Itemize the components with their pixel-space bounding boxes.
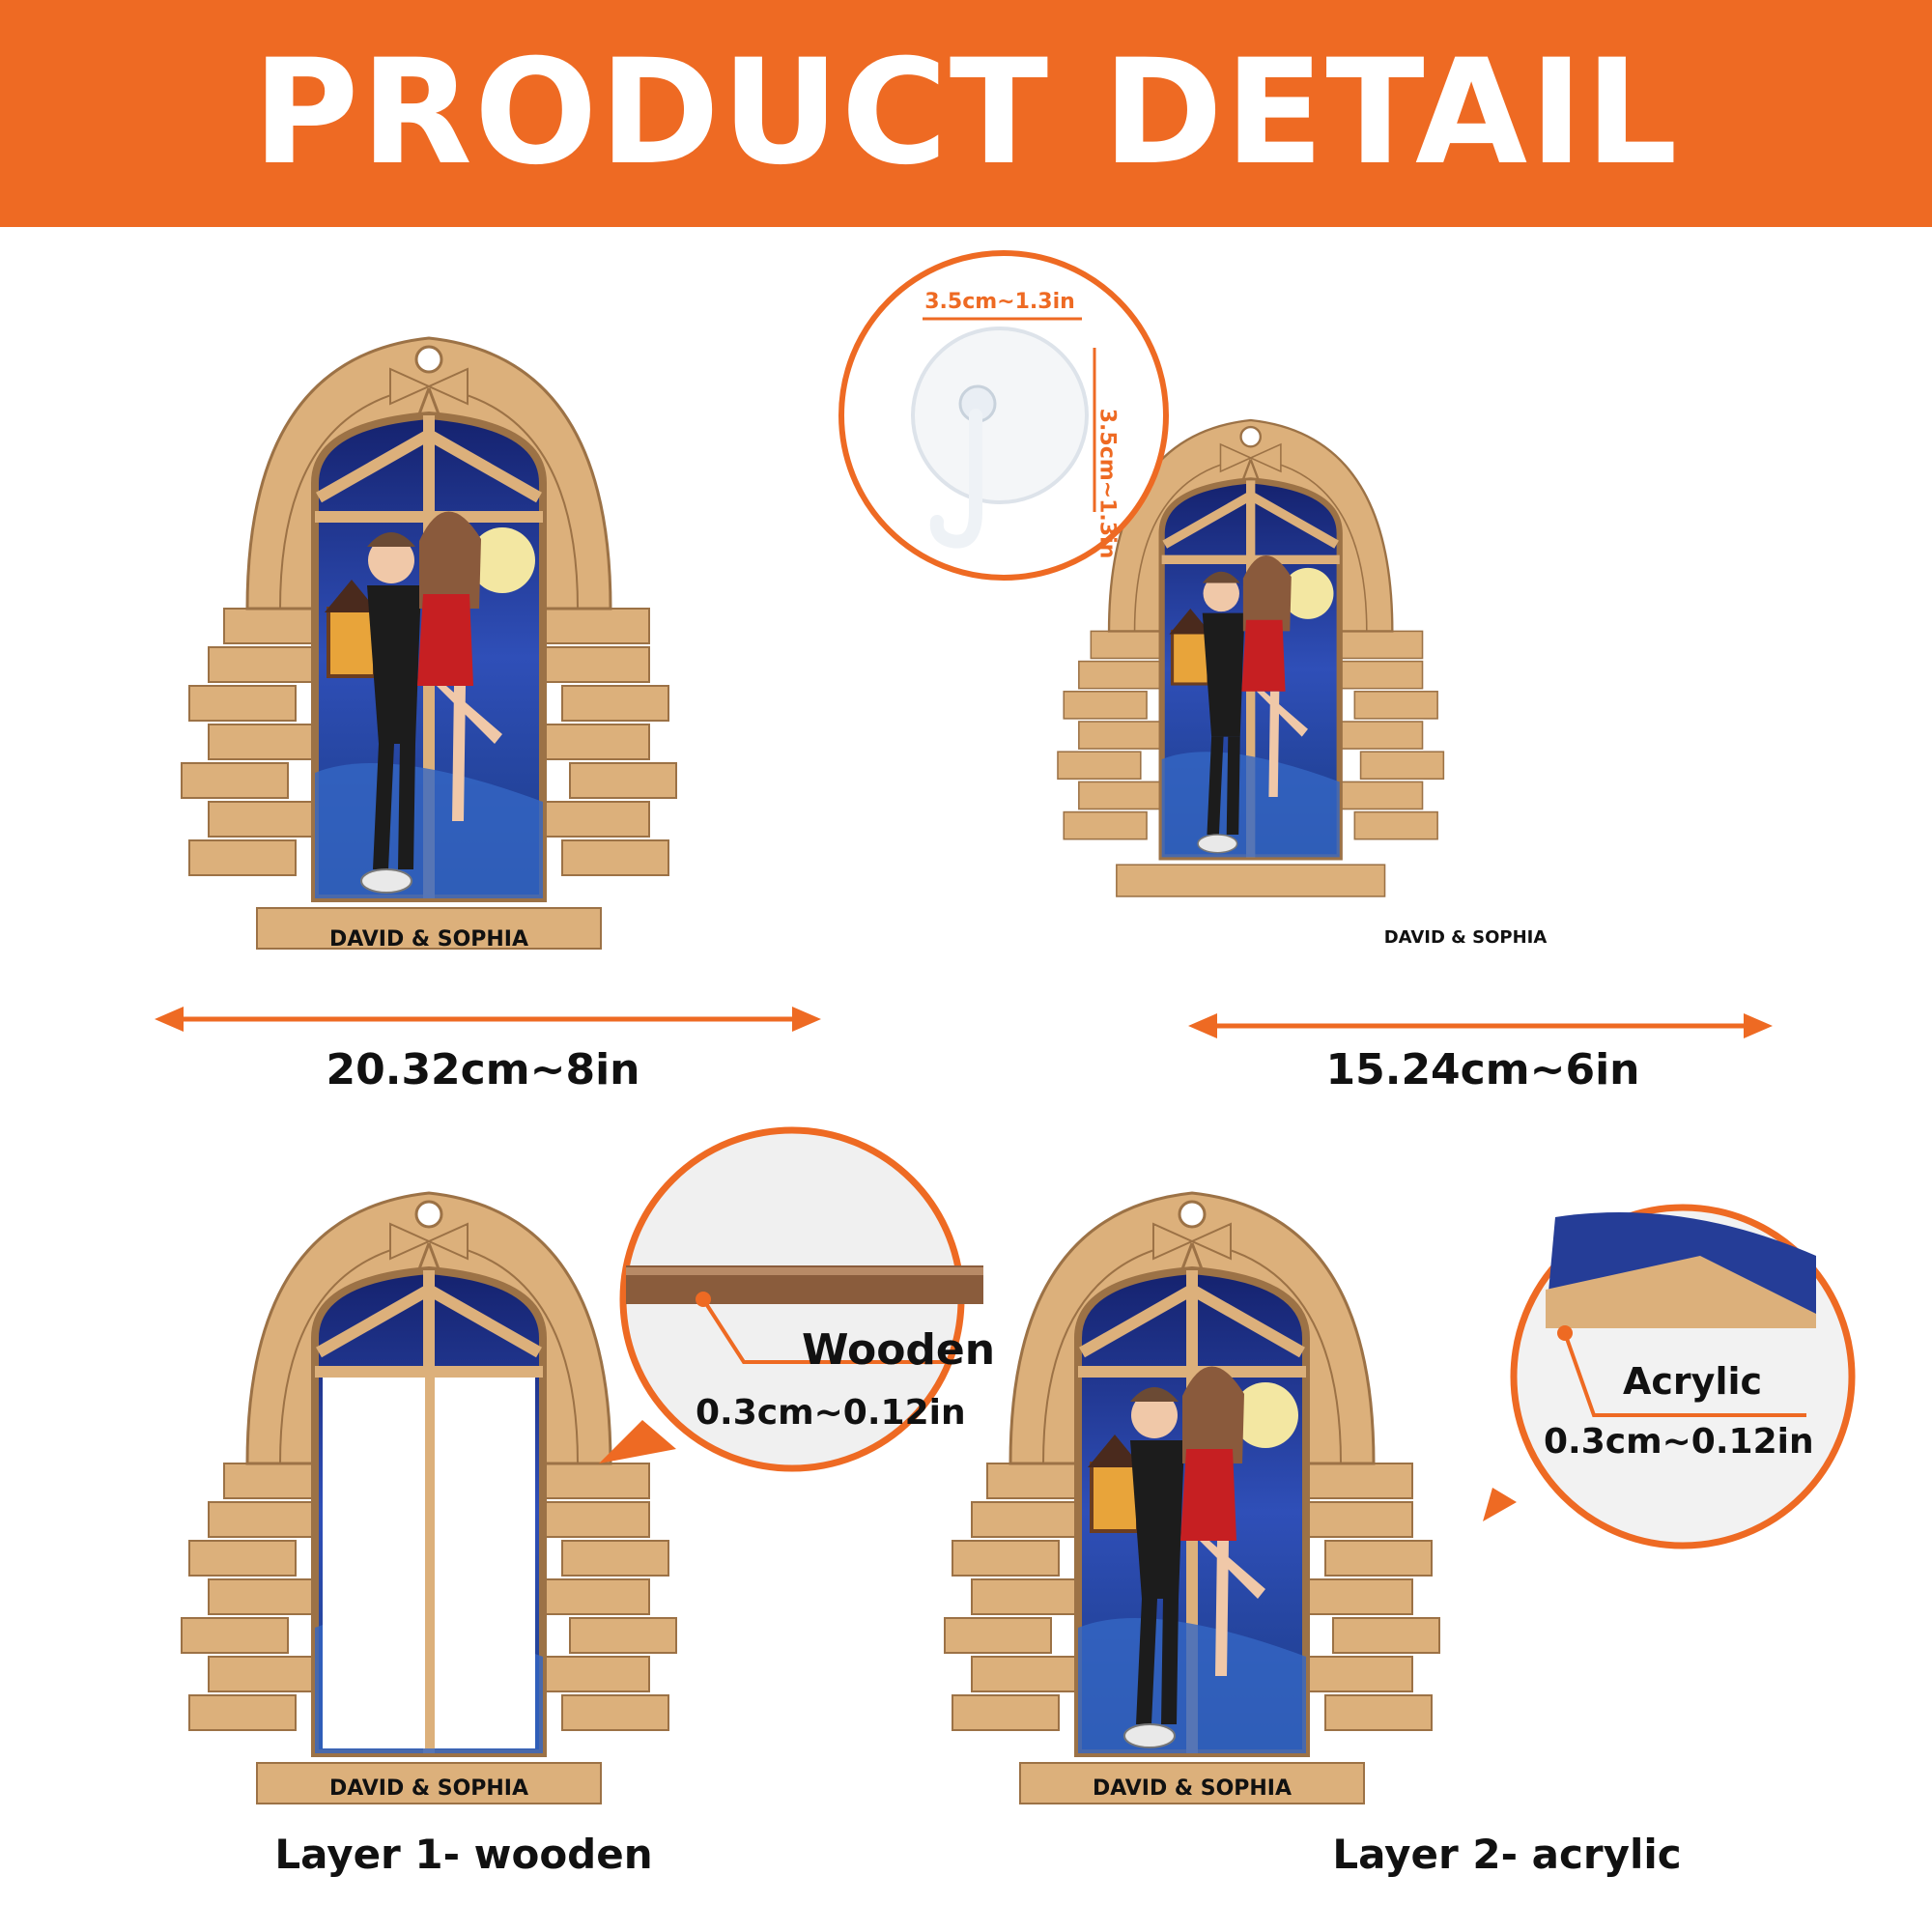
- width-arrow-small: [1188, 1013, 1773, 1038]
- nameplate-small: DAVID & SOPHIA: [1383, 927, 1548, 948]
- ornament-layer-wooden: [182, 1193, 676, 1804]
- ornament-layer-acrylic: [945, 1193, 1439, 1804]
- wooden-zoom-bubble: [599, 1126, 983, 1472]
- material-acrylic-thickness: 0.3cm~0.12in: [1544, 1422, 1814, 1462]
- material-acrylic-title: Acrylic: [1623, 1360, 1763, 1403]
- nameplate-large: DAVID & SOPHIA: [328, 927, 529, 952]
- header-banner: [0, 0, 1932, 227]
- size-label-large: 20.32cm~8in: [326, 1045, 640, 1094]
- caption-layer-acrylic: Layer 2- acrylic: [1332, 1831, 1682, 1878]
- material-wooden-thickness: 0.3cm~0.12in: [696, 1393, 966, 1433]
- page-title: PRODUCT DETAIL: [252, 29, 1680, 197]
- width-arrow-large: [155, 1007, 821, 1032]
- hook-width-label: 3.5cm~1.3in: [924, 290, 1075, 314]
- acrylic-zoom-bubble: [1483, 1204, 1856, 1549]
- size-label-small: 15.24cm~6in: [1325, 1045, 1640, 1094]
- caption-layer-wooden: Layer 1- wooden: [274, 1831, 653, 1878]
- suction-hook-detail: [838, 250, 1169, 581]
- nameplate-layer-acrylic: DAVID & SOPHIA: [1092, 1776, 1293, 1801]
- ornament-large: [182, 338, 676, 949]
- nameplate-layer-wooden: DAVID & SOPHIA: [328, 1776, 529, 1801]
- hook-height-label: 3.5cm~1.3in: [1094, 408, 1120, 559]
- material-wooden-title: Wooden: [802, 1325, 996, 1375]
